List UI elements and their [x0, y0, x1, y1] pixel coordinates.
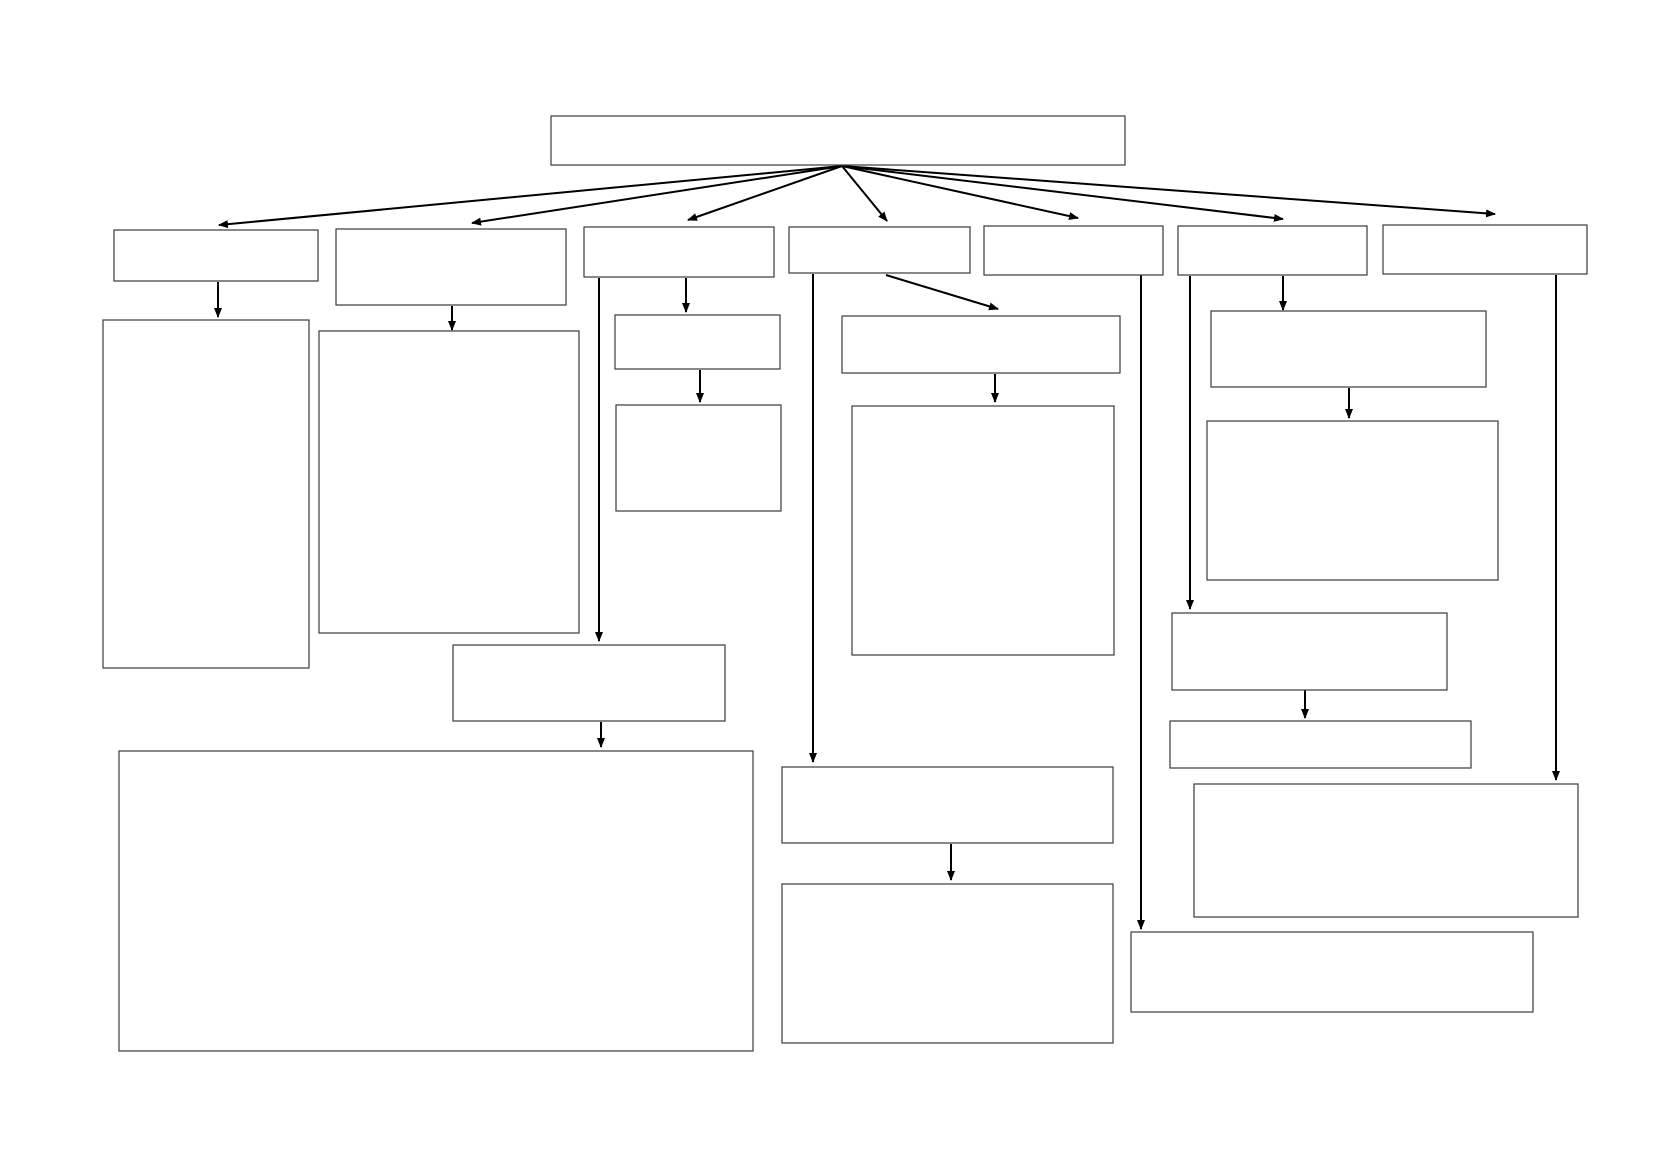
node-box-c6a [1210, 310, 1487, 388]
node-rect-c4b [851, 405, 1115, 656]
arrow-root-to-c6 [841, 165, 1284, 222]
arrow-c4-to-c4a [885, 274, 999, 311]
node-box-root [550, 115, 1126, 166]
node-box-c4b [851, 405, 1115, 656]
node-rect-c6a [1210, 310, 1487, 388]
node-box-c4 [788, 226, 971, 274]
node-rect-c3d [118, 750, 754, 1052]
arrow-root-to-c5 [841, 165, 1079, 220]
nodes-layer [102, 115, 1588, 1052]
node-rect-c5 [983, 225, 1164, 276]
node-rect-c6d [1169, 720, 1472, 769]
node-box-c1a [102, 319, 310, 669]
node-rect-c3c [452, 644, 726, 722]
node-rect-c5a [1130, 931, 1534, 1013]
node-box-c4a [841, 315, 1121, 374]
node-rect-c2 [335, 228, 567, 306]
node-rect-c7a [1193, 783, 1579, 918]
node-rect-c4c [781, 766, 1114, 844]
node-box-c7a [1193, 783, 1579, 918]
node-box-c3 [583, 226, 775, 278]
node-rect-c4 [788, 226, 971, 274]
arrow-root-to-c2 [471, 165, 843, 226]
node-rect-c3a [614, 314, 781, 370]
node-box-c5a [1130, 931, 1534, 1013]
arrow-root-to-c1 [218, 165, 843, 229]
node-box-c3c [452, 644, 726, 722]
node-box-c1 [113, 229, 319, 282]
node-rect-c6b [1206, 420, 1499, 581]
node-box-c5 [983, 225, 1164, 276]
arrow-root-to-c7 [841, 165, 1496, 218]
node-box-c6c [1171, 612, 1448, 691]
node-box-c6d [1169, 720, 1472, 769]
node-box-c2 [335, 228, 567, 306]
node-box-c2a [318, 330, 580, 634]
node-rect-c3 [583, 226, 775, 278]
node-rect-c1a [102, 319, 310, 669]
node-box-c4c [781, 766, 1114, 844]
node-box-c3d [118, 750, 754, 1052]
node-rect-c6c [1171, 612, 1448, 691]
arrow-root-to-c4 [841, 165, 888, 222]
node-rect-root [550, 115, 1126, 166]
node-box-c7 [1382, 224, 1588, 275]
node-rect-c4a [841, 315, 1121, 374]
node-box-c3b [615, 404, 782, 512]
edges-layer [214, 165, 1560, 930]
node-rect-c1 [113, 229, 319, 282]
node-rect-c3b [615, 404, 782, 512]
node-rect-c6 [1177, 225, 1368, 276]
node-box-c6 [1177, 225, 1368, 276]
node-box-c6b [1206, 420, 1499, 581]
node-rect-c7 [1382, 224, 1588, 275]
arrow-root-to-c3 [687, 165, 843, 221]
node-rect-c4d [781, 883, 1114, 1044]
node-box-c3a [614, 314, 781, 370]
node-rect-c2a [318, 330, 580, 634]
node-box-c4d [781, 883, 1114, 1044]
